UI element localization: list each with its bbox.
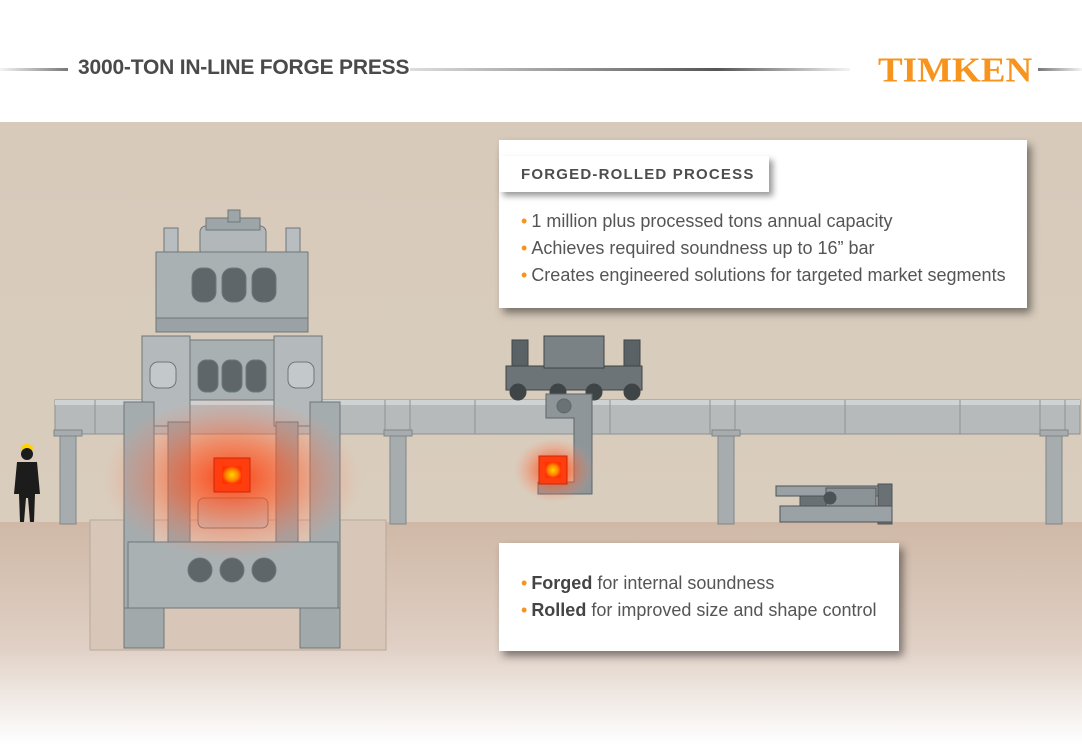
timken-logo: TIMKEN — [878, 51, 1033, 90]
header: 3000-TON IN-LINE FORGE PRESS TIMKEN — [0, 0, 1082, 122]
bullet-dot: • — [521, 265, 528, 285]
header-rule-left — [0, 68, 68, 71]
process-bullet: •1 million plus processed tons annual ca… — [521, 208, 1006, 235]
process-bullet-list: •1 million plus processed tons annual ca… — [521, 208, 1006, 289]
process-card: FORGED-ROLLED PROCESS •1 million plus pr… — [499, 140, 1027, 308]
bullet-dot: • — [521, 600, 528, 620]
bullet-dot: • — [521, 238, 528, 258]
benefit-bold: Forged — [531, 573, 593, 593]
worker-figure — [14, 444, 40, 522]
header-rule-right — [1038, 68, 1082, 71]
process-bullet: •Achieves required soundness up to 16” b… — [521, 235, 1006, 262]
benefit-bullet: •Forged for internal soundness — [521, 570, 876, 597]
process-bullet-text: Achieves required soundness up to 16” ba… — [531, 238, 875, 258]
bullet-dot: • — [521, 573, 528, 593]
benefits-bullet-list: •Forged for internal soundness •Rolled f… — [521, 570, 876, 624]
process-card-heading: FORGED-ROLLED PROCESS — [521, 166, 755, 183]
header-rule-middle — [410, 68, 850, 71]
benefits-card: •Forged for internal soundness •Rolled f… — [499, 543, 899, 651]
manipulator-carriage — [505, 335, 643, 401]
forge-press-scene: FORGED-ROLLED PROCESS •1 million plus pr… — [0, 122, 1082, 744]
benefit-text: for improved size and shape control — [586, 600, 877, 620]
process-card-heading-tab: FORGED-ROLLED PROCESS — [499, 156, 769, 192]
benefit-bold: Rolled — [531, 600, 587, 620]
page-title: 3000-TON IN-LINE FORGE PRESS — [78, 56, 410, 79]
process-bullet-text: Creates engineered solutions for targete… — [531, 265, 1006, 285]
rolling-equipment — [775, 483, 893, 525]
bullet-dot: • — [521, 211, 528, 231]
process-bullet: •Creates engineered solutions for target… — [521, 262, 1006, 289]
process-bullet-text: 1 million plus processed tons annual cap… — [531, 211, 893, 231]
benefit-bullet: •Rolled for improved size and shape cont… — [521, 597, 876, 624]
benefit-text: for internal soundness — [592, 573, 775, 593]
beam-columns — [53, 429, 1069, 525]
